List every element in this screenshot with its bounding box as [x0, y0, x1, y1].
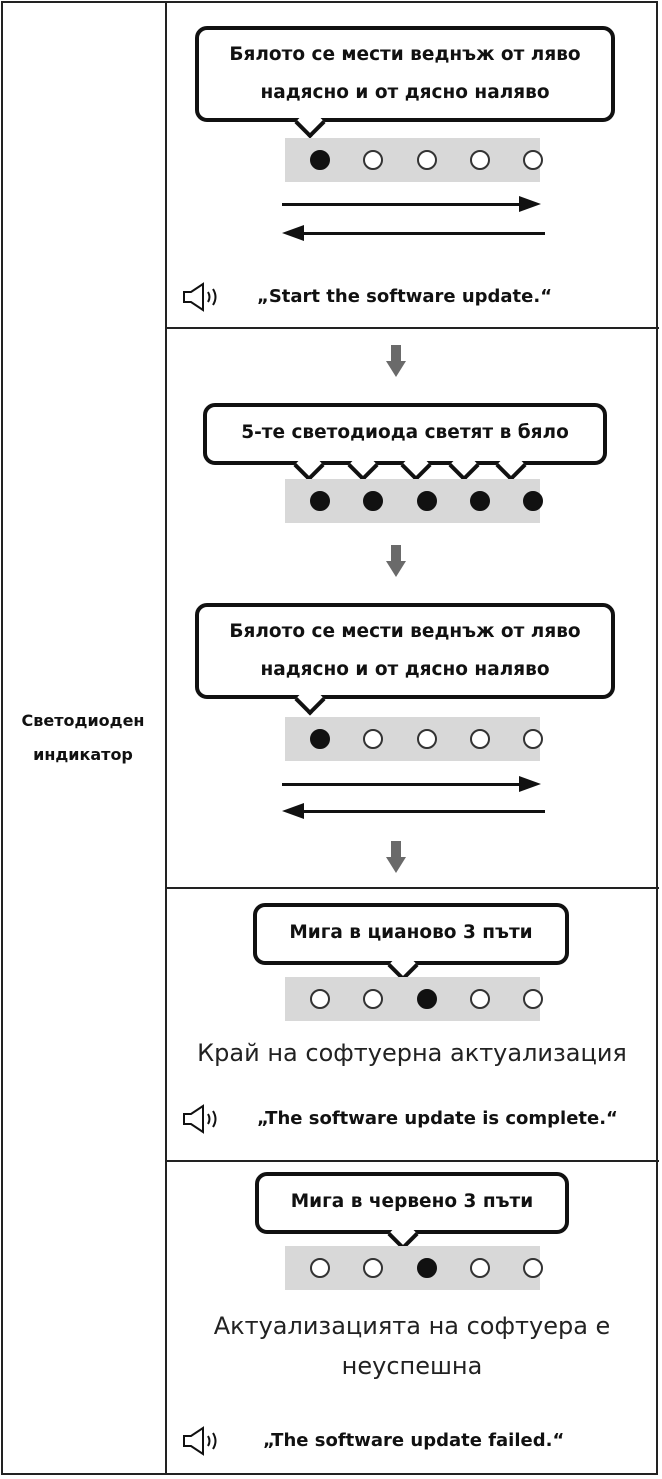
- led-off-indicator: [363, 1258, 383, 1278]
- instruction-bubble: Мига в червено 3 пъти: [255, 1172, 569, 1234]
- led-strip: [285, 479, 543, 523]
- led-off-indicator: [363, 729, 383, 749]
- bubble-line: Бялото се мести веднъж от ляво: [229, 44, 581, 65]
- status-caption: Актуализацията на софтуера е неуспешна: [167, 1306, 657, 1386]
- led-strip: [285, 717, 543, 761]
- row-label-line: Светодиоден: [21, 711, 145, 730]
- led-off-indicator: [470, 989, 490, 1009]
- led-off-indicator: [523, 989, 543, 1009]
- status-caption: Край на софтуерна актуализация: [197, 1039, 627, 1067]
- voice-guide: „The software update failed.“: [263, 1430, 565, 1451]
- led-on-indicator: [470, 491, 490, 511]
- led-off-indicator: [523, 150, 543, 170]
- voice-guide: „Start the software update.“: [257, 286, 553, 307]
- speaker-icon: [181, 282, 233, 312]
- arrow-down-icon: [386, 841, 406, 877]
- row-divider: [165, 887, 659, 889]
- led-off-indicator: [470, 150, 490, 170]
- arrow-left-line: [302, 810, 545, 813]
- arrow-down-icon: [386, 545, 406, 581]
- section-progress: 5-те светодиода светят в бяло Бялото се …: [167, 329, 657, 887]
- led-off-indicator: [470, 1258, 490, 1278]
- instruction-bubble: Бялото се мести веднъж от ляво надясно и…: [195, 603, 615, 699]
- instruction-bubble: Бялото се мести веднъж от ляво надясно и…: [195, 26, 615, 122]
- led-off-indicator: [363, 989, 383, 1009]
- row-divider: [165, 327, 659, 329]
- arrow-left-line: [302, 232, 545, 235]
- led-on-indicator: [417, 989, 437, 1009]
- led-on-indicator: [310, 491, 330, 511]
- led-on-indicator: [417, 491, 437, 511]
- bubble-line: надясно и от дясно наляво: [260, 82, 550, 103]
- arrow-left-icon: [282, 225, 304, 241]
- led-strip: [285, 1246, 543, 1290]
- led-off-indicator: [417, 150, 437, 170]
- led-off-indicator: [310, 1258, 330, 1278]
- led-on-indicator: [310, 150, 330, 170]
- arrow-left-icon: [282, 803, 304, 819]
- led-off-indicator: [523, 1258, 543, 1278]
- section-start: Бялото се мести веднъж от ляво надясно и…: [167, 2, 657, 327]
- bubble-line: надясно и от дясно наляво: [260, 659, 550, 680]
- led-off-indicator: [523, 729, 543, 749]
- caption-line: неуспешна: [341, 1352, 483, 1380]
- column-divider: [165, 1, 167, 1475]
- led-off-indicator: [417, 729, 437, 749]
- led-off-indicator: [470, 729, 490, 749]
- led-on-indicator: [363, 491, 383, 511]
- section-complete: Мига в цианово 3 пъти Край на софтуерна …: [167, 889, 657, 1160]
- led-off-indicator: [310, 989, 330, 1009]
- speaker-icon: [181, 1104, 233, 1134]
- instruction-bubble: 5-те светодиода светят в бяло: [203, 403, 607, 465]
- caption-line: Актуализацията на софтуера е: [213, 1312, 611, 1340]
- arrow-right-line: [282, 783, 522, 786]
- led-on-indicator: [310, 729, 330, 749]
- led-strip: [285, 138, 543, 182]
- arrow-right-icon: [519, 776, 541, 792]
- row-label: Светодиоден индикатор: [6, 704, 160, 772]
- row-divider: [165, 1160, 659, 1162]
- led-strip: [285, 977, 543, 1021]
- led-on-indicator: [523, 491, 543, 511]
- bubble-line: 5-те светодиода светят в бяло: [241, 422, 569, 443]
- bubble-line: Бялото се мести веднъж от ляво: [229, 621, 581, 642]
- row-label-line: индикатор: [33, 745, 133, 764]
- section-failed: Мига в червено 3 пъти Актуализацията на …: [167, 1162, 657, 1475]
- arrow-right-icon: [519, 196, 541, 212]
- led-on-indicator: [417, 1258, 437, 1278]
- arrow-down-icon: [386, 345, 406, 381]
- led-off-indicator: [363, 150, 383, 170]
- bubble-line: Мига в цианово 3 пъти: [289, 922, 533, 943]
- bubble-line: Мига в червено 3 пъти: [290, 1191, 534, 1212]
- arrow-right-line: [282, 203, 522, 206]
- voice-guide: „The software update is complete.“: [257, 1108, 618, 1129]
- instruction-bubble: Мига в цианово 3 пъти: [253, 903, 569, 965]
- speaker-icon: [181, 1426, 233, 1456]
